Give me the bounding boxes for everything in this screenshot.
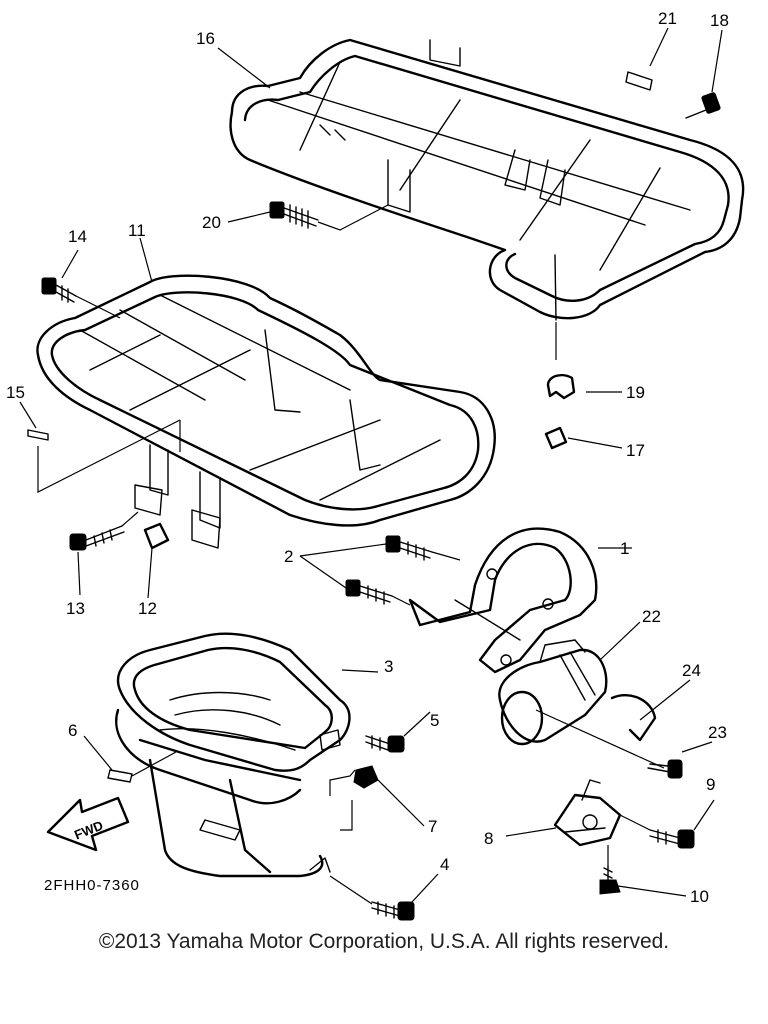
strap-24 [610, 694, 657, 742]
callout-12: 12 [138, 599, 157, 618]
collar-12 [143, 522, 170, 550]
callout-15: 15 [6, 383, 25, 402]
bolt-4 [371, 901, 415, 921]
rear-carrier-16 [229, 38, 745, 321]
bolt-5 [365, 735, 405, 753]
label-15 [27, 429, 49, 441]
collar-17 [544, 426, 568, 450]
callout-5: 5 [430, 711, 439, 730]
label-6 [107, 769, 133, 783]
callout-20: 20 [202, 213, 221, 232]
callout-10: 10 [690, 887, 709, 906]
copyright-notice: ©2013 Yamaha Motor Corporation, U.S.A. A… [98, 930, 670, 953]
clip-19 [546, 374, 576, 400]
callout-24: 24 [682, 661, 701, 680]
leader-lines [19, 27, 723, 905]
bolt-20 [269, 201, 319, 229]
bolt-9 [649, 829, 695, 849]
front-carrier-11 [36, 274, 496, 549]
nut-7 [353, 765, 379, 789]
bracket-1 [408, 527, 598, 674]
component-22 [498, 639, 608, 746]
callout-16: 16 [196, 29, 215, 48]
bolt-18 [685, 92, 721, 119]
callout-21: 21 [658, 9, 677, 28]
screw-10 [599, 865, 621, 895]
callout-7: 7 [428, 817, 437, 836]
callout-2: 2 [284, 547, 293, 566]
callout-17: 17 [626, 441, 645, 460]
callout-11: 11 [128, 221, 146, 240]
callout-8: 8 [484, 829, 493, 848]
callout-9: 9 [706, 775, 715, 794]
fwd-label: FWD [72, 818, 105, 843]
callout-19: 19 [626, 383, 645, 402]
bolts-2 [345, 535, 433, 605]
bolt-13 [69, 525, 125, 551]
callout-23: 23 [708, 723, 727, 742]
callout-4: 4 [440, 855, 449, 874]
callout-1: 1 [620, 539, 629, 558]
drawing-code: 2FHH0-7360 [44, 877, 140, 894]
forward-arrow: FWD [46, 796, 130, 852]
callout-13: 13 [66, 599, 85, 618]
front-guard-3 [115, 632, 351, 878]
callout-6: 6 [68, 721, 77, 740]
bolt-23 [647, 759, 683, 779]
callout-18: 18 [710, 11, 729, 30]
label-21 [625, 71, 653, 91]
callout-22: 22 [642, 607, 661, 626]
callout-3: 3 [384, 657, 393, 676]
clamp-8 [553, 779, 622, 847]
callout-14: 14 [68, 227, 87, 246]
bolt-14 [41, 277, 77, 303]
callout-labels: 1 2 3 4 5 6 7 8 9 10 11 12 13 14 15 16 1… [6, 9, 729, 906]
